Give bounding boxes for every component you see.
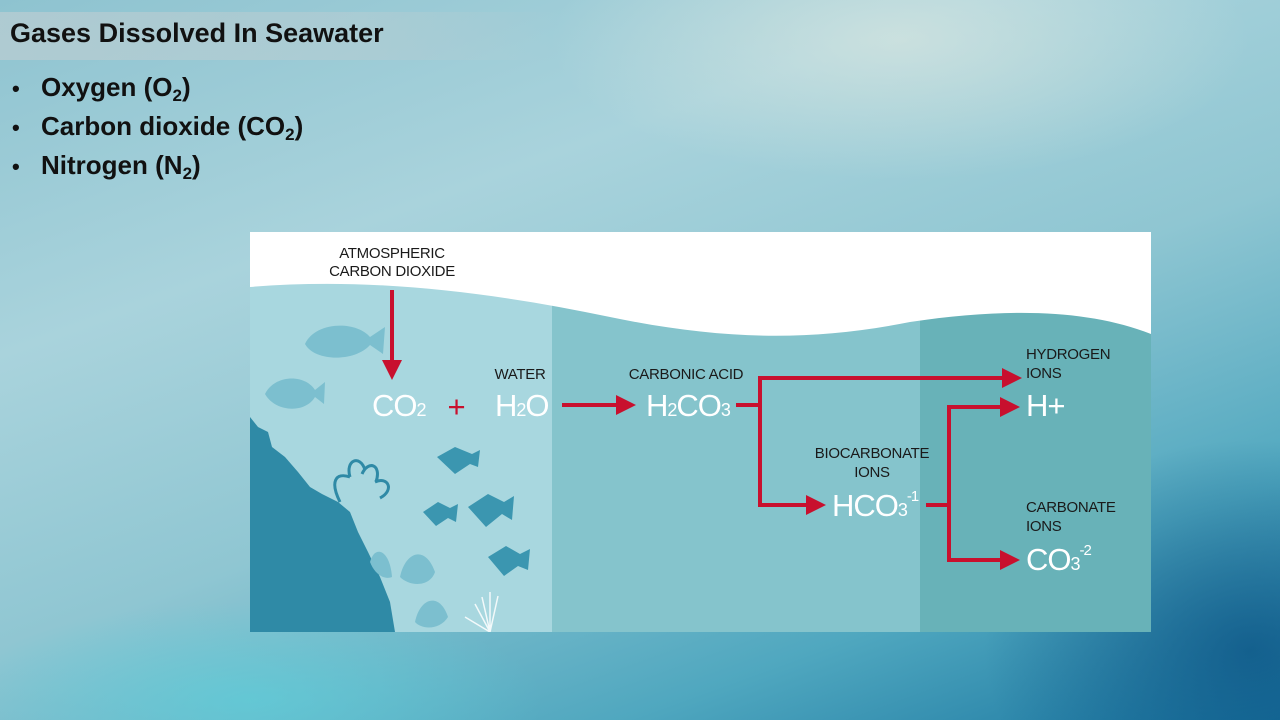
arrow-group — [382, 290, 1022, 570]
bullet-text: Carbon dioxide (CO2) — [41, 111, 304, 144]
deep-zone — [920, 283, 1151, 632]
fish-icon — [488, 546, 530, 576]
bullet-text: Oxygen (O2) — [41, 72, 191, 105]
label-carbonic-acid: CARBONIC ACID — [629, 366, 744, 383]
formula-h2o: H2O — [495, 388, 549, 423]
sea-fan — [333, 459, 390, 503]
formula-co2: CO2 — [372, 388, 427, 423]
shell-icon — [415, 600, 448, 628]
label-biocarbonate-line1: BIOCARBONATE — [815, 445, 930, 462]
label-hydrogen-line1: HYDROGEN — [1026, 346, 1110, 363]
label-carbonate-line2: IONS — [1026, 518, 1062, 535]
slide-title: Gases Dissolved In Seawater — [10, 18, 384, 48]
diagram-canvas: ATMOSPHERIC CARBON DIOXIDE WATER CARBONI… — [250, 245, 1151, 632]
formula-hplus: H+ — [1026, 388, 1065, 423]
formula-plus: + — [447, 389, 464, 424]
arrow-h2co3-to-hydrogen — [736, 368, 1022, 407]
bullet-text: Nitrogen (N2) — [41, 150, 201, 183]
fish-icon — [265, 378, 325, 409]
bullet-list: • Oxygen (O2) • Carbon dioxide (CO2) • N… — [12, 68, 303, 185]
arrow-h2co3-to-biocarbonate — [758, 405, 826, 515]
formula-h2co3: H2CO3 — [646, 388, 731, 423]
water-body — [250, 283, 1151, 632]
label-atmospheric-line2: CARBON DIOXIDE — [329, 263, 455, 280]
fish-icon — [437, 447, 480, 474]
arrow-biocarbonate-to-hplus — [926, 397, 1020, 507]
label-atmospheric-line1: ATMOSPHERIC — [339, 245, 445, 262]
fish-icon — [305, 325, 385, 358]
label-group: ATMOSPHERIC CARBON DIOXIDE WATER CARBONI… — [329, 245, 1116, 535]
formula-hco3: HCO3-1 — [832, 488, 919, 523]
label-water: WATER — [495, 366, 546, 383]
bullet-item-nitrogen: • Nitrogen (N2) — [12, 146, 303, 185]
label-biocarbonate-line2: IONS — [854, 464, 890, 481]
shell-icon — [400, 554, 435, 584]
middle-zone — [552, 283, 920, 632]
fish-icon — [423, 502, 458, 526]
bullet-dot: • — [12, 115, 20, 140]
bullet-item-carbon-dioxide: • Carbon dioxide (CO2) — [12, 107, 303, 146]
bullet-dot: • — [12, 76, 20, 101]
label-carbonate-line1: CARBONATE — [1026, 499, 1116, 516]
title-bar — [0, 12, 560, 60]
arrow-biocarbonate-to-carbonate — [947, 505, 1020, 570]
fan-coral — [464, 592, 499, 632]
formula-group: CO2 + H2O H2CO3 H+ HCO3-1 CO3-2 — [372, 388, 1093, 577]
bullet-item-oxygen: • Oxygen (O2) — [12, 68, 303, 107]
shell-group — [370, 551, 448, 628]
ocean-carbon-diagram: ATMOSPHERIC CARBON DIOXIDE WATER CARBONI… — [250, 232, 1151, 632]
fish-group — [265, 325, 530, 576]
bullet-dot: • — [12, 154, 20, 179]
coral-reef — [250, 417, 395, 632]
formula-co3: CO3-2 — [1026, 542, 1092, 577]
label-hydrogen-line2: IONS — [1026, 365, 1062, 382]
shell-icon — [370, 551, 392, 578]
fish-icon — [468, 494, 514, 527]
